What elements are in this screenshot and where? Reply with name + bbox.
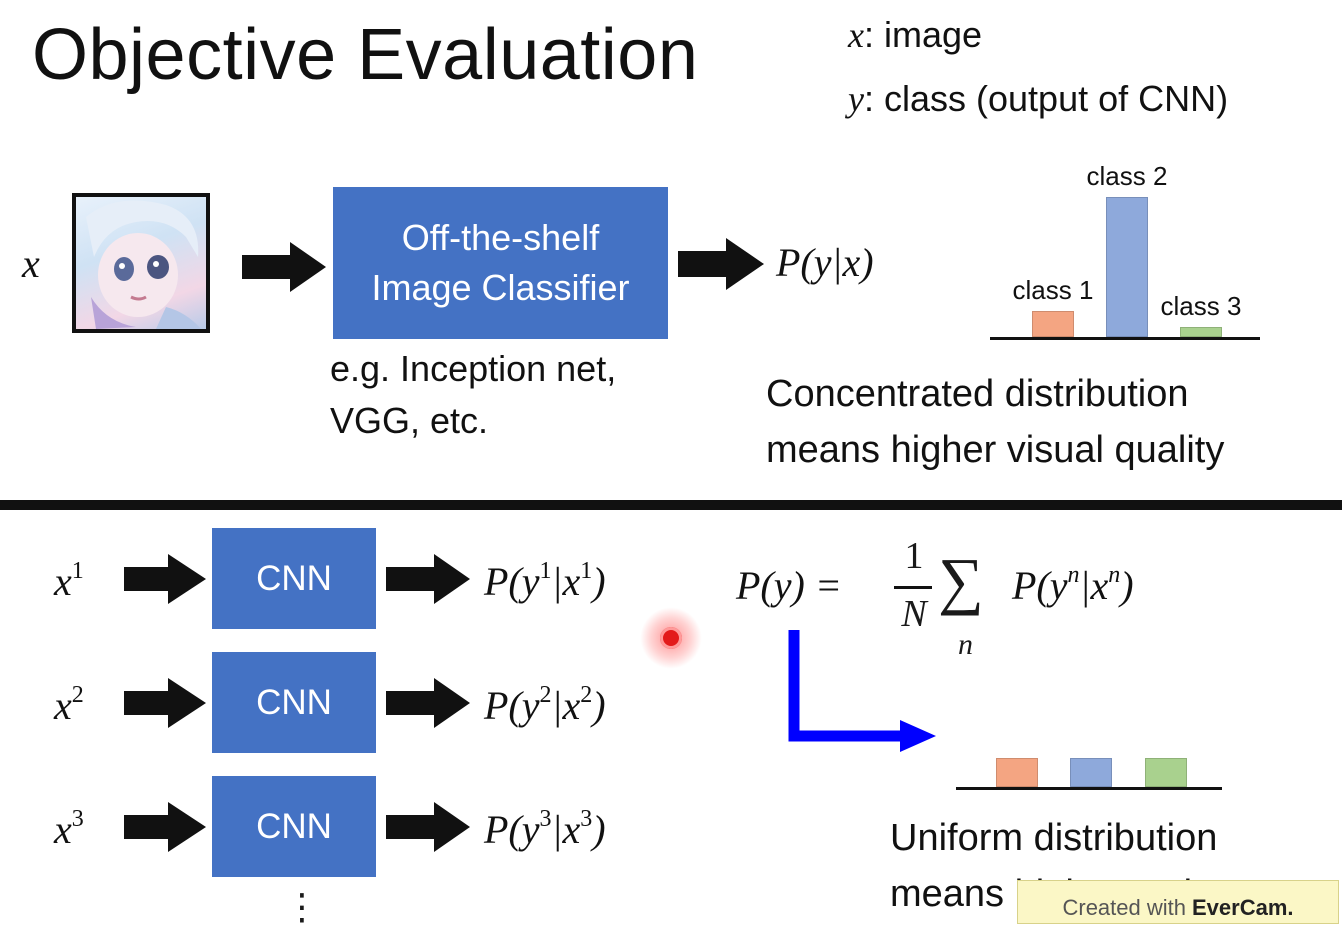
legend-x-text: : image bbox=[863, 14, 983, 55]
uniform-caption-line1: Uniform distribution bbox=[890, 817, 1218, 859]
laser-pointer-icon bbox=[660, 627, 682, 649]
chart-bar bbox=[1180, 327, 1222, 337]
formula-sum-index: n bbox=[958, 628, 973, 661]
classifier-line1: Off-the-shelf bbox=[401, 217, 600, 258]
arrow-right-icon bbox=[386, 802, 470, 852]
chart-category-label: class 2 bbox=[1086, 161, 1168, 191]
classifier-examples: e.g. Inception net, VGG, etc. bbox=[330, 343, 616, 447]
formula-sum-symbol: ∑ bbox=[938, 545, 984, 616]
watermark-brand: EverCam. bbox=[1192, 895, 1294, 920]
slide-title: Objective Evaluation bbox=[32, 15, 699, 95]
classifier-line2: Image Classifier bbox=[371, 267, 630, 308]
cnn-box-3: CNN bbox=[212, 776, 376, 877]
anime-face-icon bbox=[86, 200, 201, 329]
legend-y: y: class (output of CNN) bbox=[848, 78, 1228, 120]
legend-y-symbol: y bbox=[848, 79, 864, 119]
concentrated-caption-line2: means higher visual quality bbox=[766, 429, 1225, 471]
row-input-x1: x1 bbox=[54, 558, 84, 604]
concentrated-caption: Concentrated distribution means higher v… bbox=[766, 366, 1224, 478]
chart-baseline bbox=[956, 787, 1222, 790]
output-probability: P(y|x) bbox=[776, 240, 874, 285]
examples-line1: e.g. Inception net, bbox=[330, 348, 617, 389]
row-output-1: P(y1|x1) bbox=[484, 558, 606, 604]
cnn-box-2: CNN bbox=[212, 652, 376, 753]
chart-baseline bbox=[990, 337, 1260, 340]
arrow-right-icon bbox=[124, 678, 206, 728]
blue-arrow-icon bbox=[788, 630, 936, 752]
arrow-right-icon bbox=[124, 554, 206, 604]
formula-numerator: 1 bbox=[904, 535, 924, 577]
chart-bar bbox=[1145, 758, 1187, 787]
row-input-x2: x2 bbox=[54, 682, 84, 728]
formula-rhs-sup1: n bbox=[1067, 562, 1080, 589]
chart-category-label: class 3 bbox=[1160, 291, 1242, 321]
formula-fraction-bar bbox=[894, 586, 932, 589]
chart-bar bbox=[1032, 311, 1074, 337]
formula-denominator: N bbox=[901, 593, 927, 635]
generated-image-thumbnail bbox=[72, 193, 210, 333]
ellipsis: ⋮ bbox=[284, 886, 320, 927]
formula-rhs: P(yn|xn) bbox=[1012, 562, 1134, 609]
concentrated-distribution-chart: class 1 class 2 class 3 bbox=[990, 150, 1260, 340]
arrow-right-icon bbox=[242, 242, 326, 292]
formula-rhs-sup2: n bbox=[1108, 562, 1121, 589]
section-divider bbox=[0, 500, 1342, 510]
chart-bar bbox=[996, 758, 1038, 787]
legend-x: x: image bbox=[848, 14, 982, 56]
chart-bar bbox=[1070, 758, 1112, 787]
formula-rhs-b: |x bbox=[1079, 563, 1109, 608]
formula-rhs-a: P(y bbox=[1012, 563, 1068, 608]
arrow-right-icon bbox=[386, 678, 470, 728]
cnn-box-1: CNN bbox=[212, 528, 376, 629]
formula-lhs: P(y) = bbox=[736, 563, 842, 608]
formula-rhs-c: ) bbox=[1120, 563, 1134, 608]
input-x-label: x bbox=[22, 241, 40, 286]
legend-x-symbol: x bbox=[848, 15, 864, 55]
arrow-right-icon bbox=[124, 802, 206, 852]
row-input-x3: x3 bbox=[54, 806, 84, 852]
watermark-prefix: Created with bbox=[1062, 895, 1186, 920]
uniform-distribution-chart bbox=[956, 700, 1222, 790]
image-classifier-box: Off-the-shelf Image Classifier bbox=[333, 187, 668, 339]
concentrated-caption-line1: Concentrated distribution bbox=[766, 373, 1189, 415]
legend-y-text: : class (output of CNN) bbox=[863, 78, 1229, 119]
chart-bar bbox=[1106, 197, 1148, 337]
row-output-2: P(y2|x2) bbox=[484, 682, 606, 728]
arrow-right-icon bbox=[386, 554, 470, 604]
examples-line2: VGG, etc. bbox=[330, 400, 489, 441]
row-output-3: P(y3|x3) bbox=[484, 806, 606, 852]
arrow-right-icon bbox=[678, 238, 764, 290]
chart-category-label: class 1 bbox=[1012, 275, 1094, 305]
